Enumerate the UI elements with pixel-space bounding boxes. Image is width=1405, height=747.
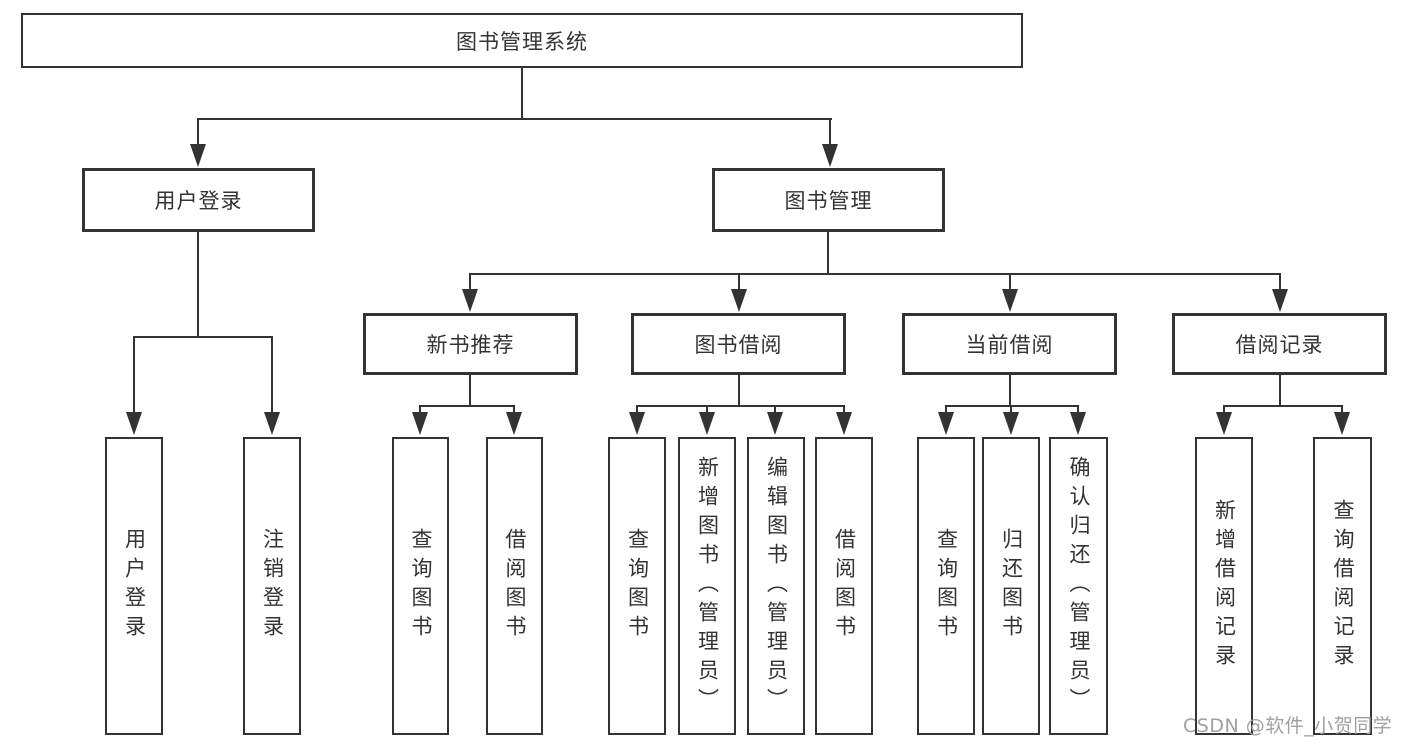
arrowhead-down	[767, 412, 783, 435]
arrowhead-down	[126, 412, 142, 435]
connector-line	[133, 336, 135, 413]
leaf-borrow-add-books: 新增图书（管理员）	[678, 437, 736, 735]
connector-line	[197, 118, 832, 120]
leaf-current-confirm-return: 确认归还（管理员）	[1049, 437, 1108, 735]
connector-line	[419, 405, 515, 407]
node-book-borrow: 图书借阅	[631, 313, 846, 375]
connector-line	[521, 68, 523, 118]
connector-line	[419, 405, 421, 413]
node-root-label: 图书管理系统	[456, 29, 588, 54]
connector-line	[469, 375, 471, 405]
leaf-newbook-query-books-label: 查询图书	[409, 528, 433, 644]
leaf-current-query-books: 查询图书	[917, 437, 975, 735]
connector-line	[197, 232, 199, 338]
leaf-record-add-record: 新增借阅记录	[1195, 437, 1253, 735]
arrowhead-down	[836, 412, 852, 435]
connector-line	[738, 375, 740, 405]
node-user-login: 用户登录	[82, 168, 315, 232]
connector-line	[1009, 273, 1011, 291]
leaf-record-add-record-label: 新增借阅记录	[1212, 499, 1237, 673]
leaf-newbook-borrow-books-label: 借阅图书	[503, 528, 527, 644]
node-book-management-label: 图书管理	[784, 189, 873, 213]
connector-line	[271, 336, 273, 413]
connector-line	[133, 336, 273, 338]
arrowhead-down	[1334, 412, 1350, 435]
node-borrow-record: 借阅记录	[1172, 313, 1387, 375]
leaf-logout: 注销登录	[243, 437, 301, 735]
connector-line	[1279, 273, 1281, 291]
node-current-borrow-label: 当前借阅	[965, 333, 1054, 357]
leaf-newbook-borrow-books: 借阅图书	[486, 437, 543, 735]
leaf-borrow-add-books-label: 新增图书（管理员）	[695, 455, 720, 717]
leaf-record-query-record-label: 查询借阅记录	[1331, 499, 1355, 673]
connector-line	[469, 273, 471, 291]
connector-line	[1009, 375, 1011, 405]
arrowhead-down	[699, 412, 715, 435]
arrowhead-down	[264, 412, 280, 435]
arrowhead-down	[938, 412, 954, 435]
node-user-login-label: 用户登录	[154, 189, 243, 213]
leaf-borrow-query-books: 查询图书	[608, 437, 666, 735]
connector-line	[843, 405, 845, 413]
leaf-current-return-books: 归还图书	[982, 437, 1040, 735]
leaf-current-query-books-label: 查询图书	[934, 528, 959, 644]
node-root: 图书管理系统	[21, 13, 1023, 68]
connector-line	[829, 118, 831, 146]
connector-line	[636, 405, 844, 407]
arrowhead-down	[1272, 289, 1288, 312]
arrowhead-down	[506, 412, 522, 435]
node-borrow-record-label: 借阅记录	[1235, 333, 1324, 357]
watermark: CSDN @软件_小贺同学	[1183, 715, 1393, 737]
connector-line	[827, 232, 829, 273]
leaf-borrow-borrow-books: 借阅图书	[815, 437, 873, 735]
leaf-borrow-edit-books: 编辑图书（管理员）	[747, 437, 805, 735]
node-new-book-recommend-label: 新书推荐	[426, 333, 515, 357]
leaf-borrow-borrow-books-label: 借阅图书	[832, 528, 857, 644]
arrowhead-down	[1003, 412, 1019, 435]
connector-line	[197, 118, 199, 146]
connector-line	[1077, 405, 1079, 413]
connector-line	[774, 405, 776, 413]
connector-line	[469, 273, 1281, 275]
connector-line	[1341, 405, 1343, 413]
arrowhead-down	[1002, 289, 1018, 312]
leaf-record-query-record: 查询借阅记录	[1313, 437, 1372, 735]
arrowhead-down	[629, 412, 645, 435]
connector-line	[1223, 405, 1343, 407]
arrowhead-down	[822, 144, 838, 167]
connector-line	[1010, 405, 1012, 413]
leaf-logout-label: 注销登录	[260, 528, 285, 644]
connector-line	[1279, 375, 1281, 405]
connector-line	[945, 405, 1079, 407]
node-new-book-recommend: 新书推荐	[363, 313, 578, 375]
leaf-newbook-query-books: 查询图书	[392, 437, 449, 735]
connector-line	[945, 405, 947, 413]
leaf-borrow-edit-books-label: 编辑图书（管理员）	[764, 455, 789, 717]
arrowhead-down	[190, 144, 206, 167]
leaf-user-login-label: 用户登录	[122, 528, 147, 644]
leaf-current-confirm-return-label: 确认归还（管理员）	[1067, 455, 1091, 717]
connector-line	[738, 273, 740, 291]
connector-line	[636, 405, 638, 413]
arrowhead-down	[731, 289, 747, 312]
arrowhead-down	[412, 412, 428, 435]
leaf-borrow-query-books-label: 查询图书	[625, 528, 650, 644]
connector-line	[513, 405, 515, 413]
leaf-user-login: 用户登录	[105, 437, 163, 735]
arrowhead-down	[462, 289, 478, 312]
node-book-management: 图书管理	[712, 168, 945, 232]
connector-line	[706, 405, 708, 413]
node-book-borrow-label: 图书借阅	[694, 333, 783, 357]
leaf-current-return-books-label: 归还图书	[999, 528, 1024, 644]
node-current-borrow: 当前借阅	[902, 313, 1117, 375]
connector-line	[1223, 405, 1225, 413]
arrowhead-down	[1070, 412, 1086, 435]
arrowhead-down	[1216, 412, 1232, 435]
